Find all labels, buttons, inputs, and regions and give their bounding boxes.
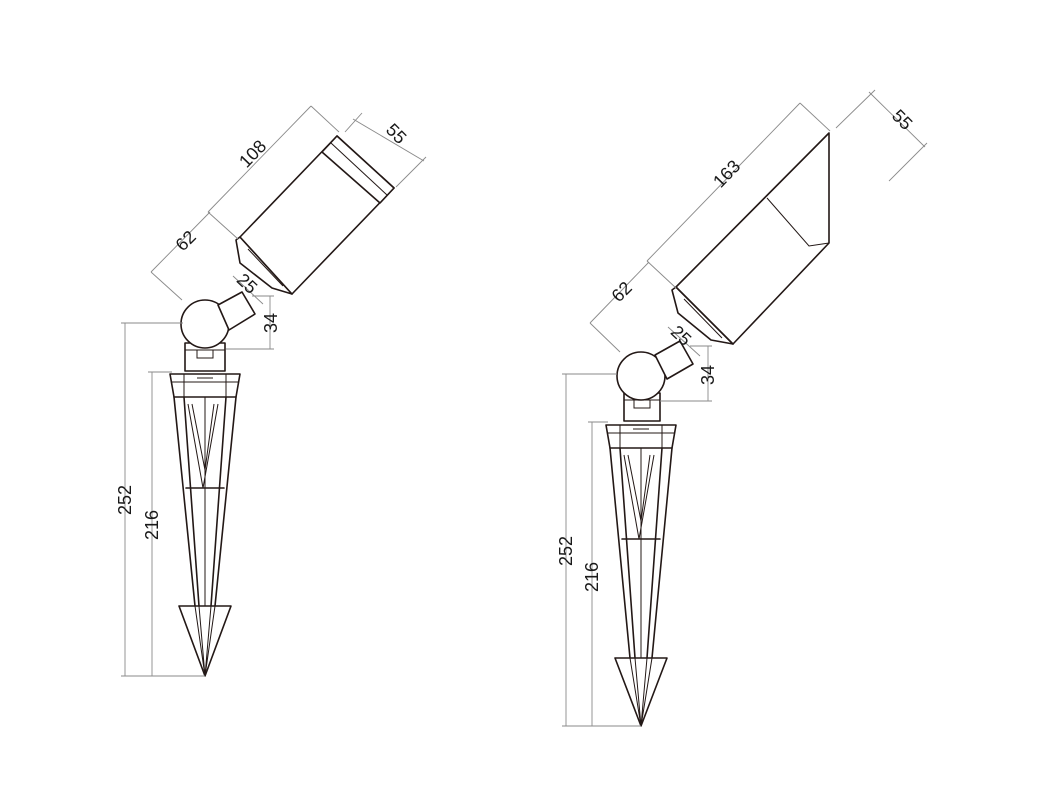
swivel-knuckle-right xyxy=(616,351,666,422)
dim-shroud-length-right: 62 xyxy=(608,278,636,306)
swivel-knuckle-left xyxy=(180,299,230,372)
dimension-lines-right xyxy=(562,89,928,727)
ground-stake-left xyxy=(169,373,241,677)
dim-body-diameter-right: 55 xyxy=(888,106,916,134)
dim-stake-length-right: 216 xyxy=(582,562,602,592)
lamp-head-left xyxy=(217,135,395,331)
ground-stake-right xyxy=(605,424,677,727)
dimension-lines-left xyxy=(121,105,427,677)
dimension-labels-right: 163 55 62 25 34 252 216 xyxy=(556,106,916,592)
dim-knuckle-height-right: 34 xyxy=(698,365,718,385)
spotlight-figure-left: 108 55 62 25 34 252 216 xyxy=(115,105,427,677)
dim-body-length-left: 108 xyxy=(235,136,270,172)
dim-body-diameter-left: 55 xyxy=(382,120,410,148)
dim-knuckle-height-left: 34 xyxy=(261,313,281,333)
dim-shroud-length-left: 62 xyxy=(172,227,200,255)
dim-overall-height-left: 252 xyxy=(115,485,135,515)
dim-overall-height-right: 252 xyxy=(556,536,576,566)
dim-stake-length-left: 216 xyxy=(142,510,162,540)
spotlight-figure-right: 163 55 62 25 34 252 216 xyxy=(556,89,928,727)
lamp-head-right xyxy=(654,132,830,380)
dim-body-length-right: 163 xyxy=(709,156,744,192)
